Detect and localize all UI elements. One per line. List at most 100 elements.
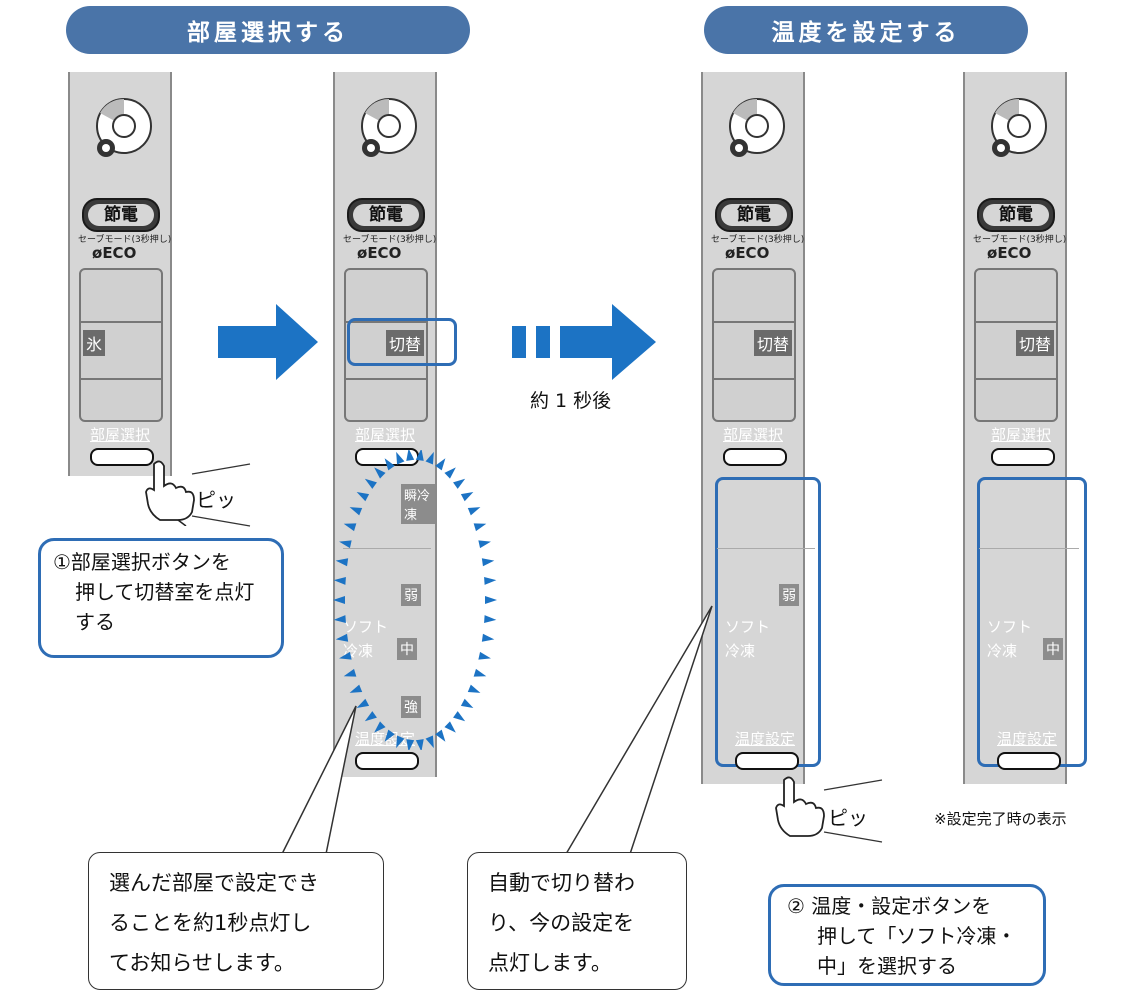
power-save-button[interactable]: 節電 [347, 198, 425, 232]
dashed-right-arrow-icon [512, 304, 656, 380]
weak-tag: 弱 [779, 584, 799, 606]
blink-tooth [415, 739, 424, 750]
blink-tooth [467, 684, 481, 693]
soft-label: ソフト [725, 618, 771, 636]
room-select-button[interactable] [991, 448, 1055, 466]
eco-indicator: øECO [987, 244, 1032, 262]
eco-indicator: øECO [357, 244, 402, 262]
medium-tag: 中 [397, 638, 417, 660]
instant-freeze-tag: 瞬冷凍 [401, 484, 435, 524]
blink-tooth [339, 651, 352, 660]
blink-tooth [415, 450, 424, 461]
blink-tooth [453, 478, 466, 489]
save-mode-label: セーブモード(3秒押し) [343, 235, 437, 245]
room-indicator-box: 切替 [712, 268, 796, 422]
temp-setting-button[interactable] [735, 752, 799, 770]
blink-tooth [333, 615, 346, 624]
weak-tag: 弱 [401, 584, 421, 606]
beep-text: ピッ [828, 806, 868, 830]
blink-tooth [460, 698, 474, 708]
blink-tooth [374, 721, 386, 733]
control-panel-3: 節電 セーブモード(3秒押し) øECO 切替 部屋選択 弱 ソフト 冷凍 温度… [701, 72, 821, 784]
room-select-label: 部屋選択 [90, 426, 151, 444]
blink-tooth [374, 467, 386, 479]
note-auto-switch: 自動で切り替わ り、今の設定を 点灯します。 [467, 852, 687, 990]
blink-tooth [339, 540, 352, 549]
beep-lines [823, 779, 883, 843]
pressing-hand-icon [775, 776, 825, 837]
switch-room-tag: 切替 [1015, 330, 1054, 356]
control-panel-4: 節電 セーブモード(3秒押し) øECO 切替 部屋選択 ソフト 冷凍 中 温度… [963, 72, 1087, 784]
note-select-room: 選んだ部屋で設定でき ることを約1秒点灯し てお知らせします。 [88, 852, 384, 990]
blink-tooth [435, 458, 446, 471]
blink-tooth [335, 633, 349, 642]
blink-tooth [473, 668, 487, 677]
blink-tooth [343, 523, 357, 532]
blink-tooth [481, 633, 495, 642]
eco-dial-icon [96, 98, 152, 157]
blink-tooth [333, 576, 346, 585]
blink-tooth [478, 540, 491, 549]
room-select-label: 部屋選択 [991, 426, 1052, 444]
blink-tooth [349, 684, 363, 693]
blink-tooth [460, 492, 474, 502]
switch-highlight-box [347, 318, 457, 366]
save-mode-label: セーブモード(3秒押し) [711, 235, 805, 245]
step1-callout: ①部屋選択ボタンを 押して切替室を点灯 する [38, 538, 284, 658]
blink-tooth [396, 735, 405, 749]
room-indicator-box: 切替 [974, 268, 1058, 422]
room-select-label: 部屋選択 [355, 426, 416, 444]
blink-tooth [425, 451, 434, 465]
header-select-room: 部屋選択する [66, 6, 470, 54]
blink-tooth [406, 450, 415, 461]
blink-tooth [384, 458, 395, 471]
header-set-temperature: 温度を設定する [704, 6, 1028, 54]
blink-tooth [473, 523, 487, 532]
freeze-label: 冷凍 [987, 642, 1018, 660]
temp-setting-button[interactable] [997, 752, 1061, 770]
blink-tooth [435, 729, 446, 742]
room-indicator-box: 切替 [344, 268, 428, 422]
blink-tooth [484, 615, 497, 624]
blink-tooth [481, 558, 495, 567]
power-save-button[interactable]: 節電 [715, 198, 793, 232]
eco-indicator: øECO [725, 244, 770, 262]
blink-tooth [349, 507, 363, 516]
blink-indicator [333, 450, 497, 750]
blink-tooth [485, 596, 497, 604]
blink-tooth [396, 451, 405, 465]
control-panel-1: 節電 セーブモード(3秒押し) øECO 氷 部屋選択 [68, 72, 172, 476]
blink-tooth [453, 711, 466, 722]
step2-callout: ② 温度・設定ボタンを 押して「ソフト冷凍・ 中」を選択する [768, 884, 1046, 986]
blink-tooth [467, 507, 481, 516]
power-save-button[interactable]: 節電 [82, 198, 160, 232]
completion-note: ※設定完了時の表示 [934, 810, 1067, 828]
ice-room-tag: 氷 [83, 330, 106, 356]
switch-room-tag: 切替 [753, 330, 792, 356]
power-save-button[interactable]: 節電 [977, 198, 1055, 232]
temp-setting-button[interactable] [355, 752, 419, 770]
blink-tooth [335, 558, 349, 567]
blink-tooth [478, 651, 491, 660]
eco-dial-icon [361, 98, 417, 157]
switch-room-tag: 切替 [385, 330, 424, 356]
room-indicator-box: 氷 [79, 268, 163, 422]
room-select-label: 部屋選択 [723, 426, 784, 444]
room-select-button[interactable] [90, 448, 154, 466]
blink-tooth [406, 739, 415, 750]
soft-label: ソフト [987, 618, 1033, 636]
save-mode-label: セーブモード(3秒押し) [973, 235, 1067, 245]
blink-tooth [343, 668, 357, 677]
blink-tooth [484, 576, 497, 585]
right-arrow-icon [218, 304, 318, 380]
freeze-label: 冷凍 [725, 642, 756, 660]
temp-setting-label: 温度設定 [735, 730, 796, 748]
blink-tooth [333, 596, 345, 604]
medium-tag: 中 [1043, 638, 1063, 660]
room-select-button[interactable] [723, 448, 787, 466]
blink-tooth [356, 492, 370, 502]
beep-lines [191, 463, 251, 527]
blink-tooth [425, 735, 434, 749]
save-mode-label: セーブモード(3秒押し) [78, 235, 172, 245]
